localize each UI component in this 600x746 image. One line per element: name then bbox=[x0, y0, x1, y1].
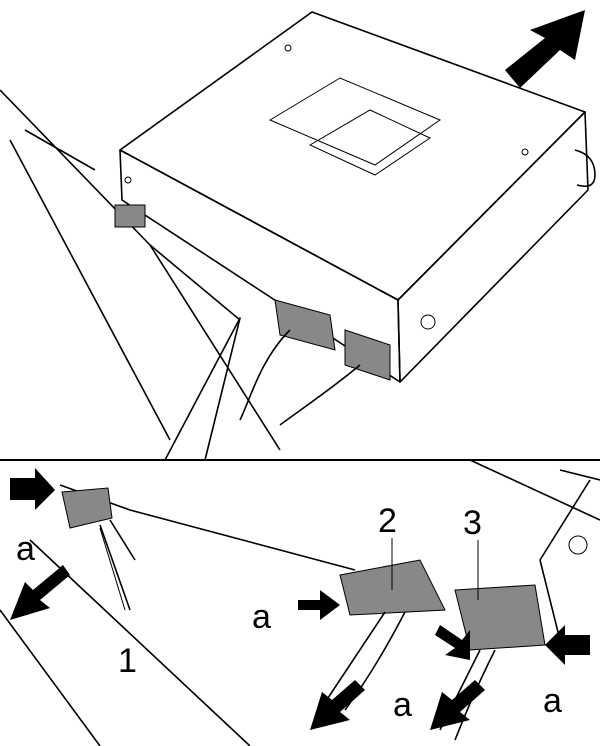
part-label-2: 2 bbox=[378, 502, 397, 540]
callout-pointer bbox=[164, 317, 241, 461]
label-a: a bbox=[16, 530, 35, 568]
part-label-3: 3 bbox=[463, 504, 482, 542]
connector-overview-center bbox=[239, 299, 391, 426]
part-label-1: 1 bbox=[118, 642, 137, 680]
connector-overview-left bbox=[114, 204, 146, 228]
label-a: a bbox=[393, 686, 412, 724]
release-arrows bbox=[10, 468, 590, 730]
detail-panel bbox=[0, 459, 600, 746]
audio-unit-overview bbox=[0, 11, 596, 451]
label-a: a bbox=[543, 682, 562, 720]
push-arrow-top bbox=[505, 10, 585, 88]
label-a: a bbox=[252, 598, 271, 636]
